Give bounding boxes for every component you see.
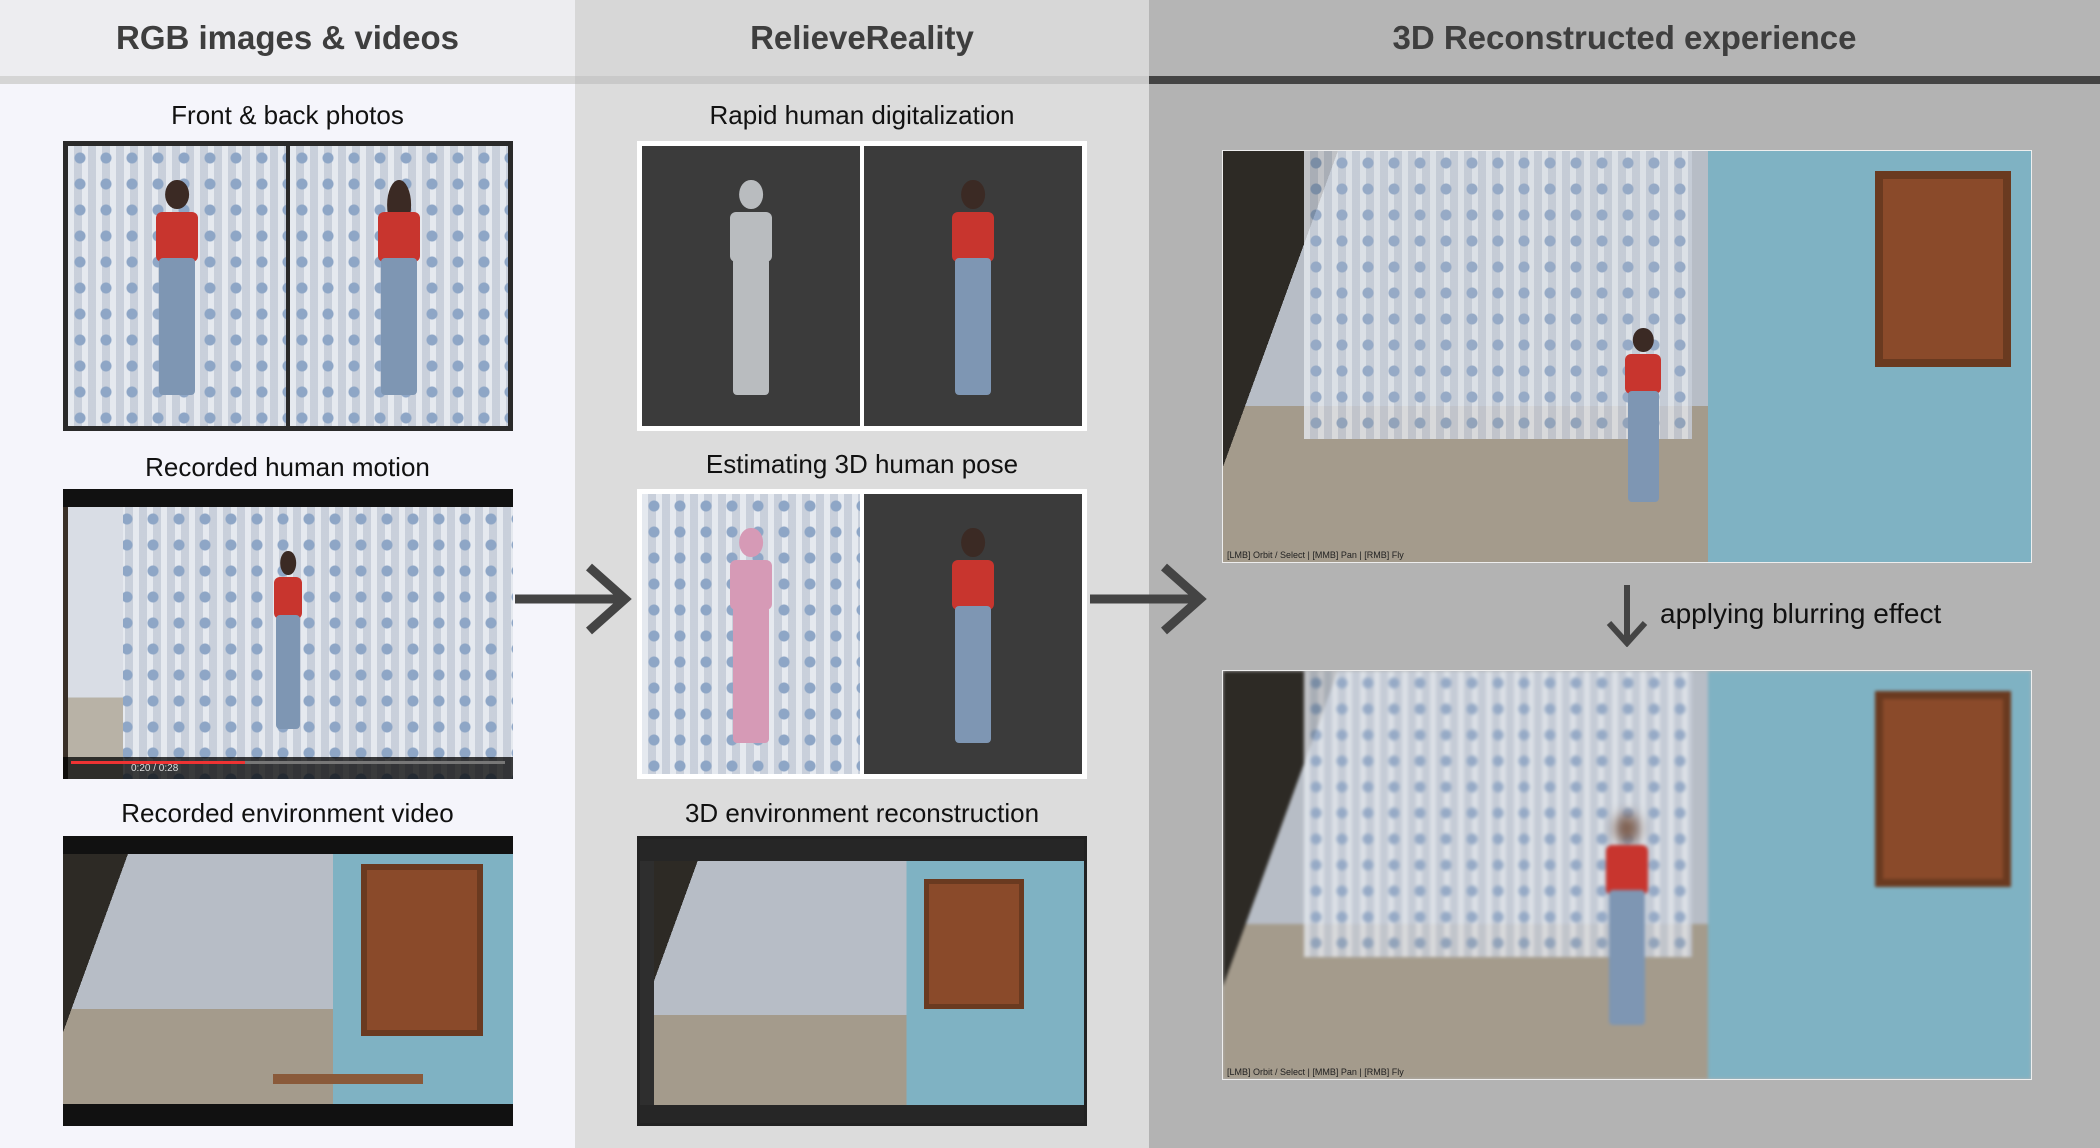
column-title-3d-experience: 3D Reconstructed experience <box>1149 0 2100 76</box>
person-avatar <box>1613 327 1673 513</box>
down-arrow-icon <box>1606 585 1648 647</box>
header-bar <box>0 76 575 84</box>
posed-avatar <box>938 527 1008 758</box>
wall-shelf <box>1875 171 2011 367</box>
posed-avatar-render <box>864 494 1082 774</box>
pose-body-overlay <box>716 527 786 758</box>
grey-mesh-figure <box>716 179 786 410</box>
back-photo <box>290 146 508 426</box>
label-recorded-human-motion: Recorded human motion <box>145 452 430 482</box>
label-front-back-photos: Front & back photos <box>171 100 404 130</box>
wall-shelf <box>1875 691 2011 887</box>
environment-video <box>63 836 513 1126</box>
blender-side-toolbar <box>640 861 654 1105</box>
viewer-status-text: [LMB] Orbit / Select | [MMB] Pan | [RMB]… <box>1227 1067 1404 1077</box>
right-arrow-icon <box>1090 563 1207 635</box>
right-arrow-icon <box>515 563 632 635</box>
textured-render <box>864 146 1082 426</box>
curtain <box>1303 151 1692 439</box>
blender-timeline <box>640 1105 1084 1123</box>
column-title-relievereality: RelieveReality <box>575 0 1149 76</box>
column-relievereality: RelieveReality Rapid human digitalizatio… <box>575 0 1149 1148</box>
video-progress-bar[interactable] <box>71 761 505 764</box>
reconstructed-scene-view: [LMB] Orbit / Select | [MMB] Pan | [RMB]… <box>1222 150 2032 563</box>
blurred-scene-view: [LMB] Orbit / Select | [MMB] Pan | [RMB]… <box>1222 670 2032 1080</box>
person-figure <box>265 550 311 741</box>
person-figure <box>142 179 212 410</box>
label-rapid-human-digitalization: Rapid human digitalization <box>709 100 1015 130</box>
person-figure <box>364 179 434 410</box>
header-bar <box>575 76 1149 84</box>
blender-toolbar <box>640 839 1084 861</box>
wall-shelf <box>361 864 483 1036</box>
label-applying-blurring-effect: applying blurring effect <box>1660 598 1942 629</box>
front-photo <box>68 146 286 426</box>
human-digitalization-image <box>637 141 1087 431</box>
pose-estimation-image <box>637 489 1087 779</box>
environment-reconstruction-image <box>637 836 1087 1126</box>
pose-overlay-photo <box>642 494 860 774</box>
column-title-rgb: RGB images & videos <box>0 0 575 76</box>
mesh-render <box>642 146 860 426</box>
column-3d-experience: 3D Reconstructed experience [LMB] Orbit … <box>1149 0 2100 1148</box>
textured-figure <box>938 179 1008 410</box>
label-recorded-environment-video: Recorded environment video <box>121 798 454 828</box>
column-rgb-inputs: RGB images & videos Front & back photos … <box>0 0 575 1148</box>
label-estimating-3d-human-pose: Estimating 3D human pose <box>705 449 1019 479</box>
bookshelf <box>63 507 123 779</box>
wall-shelf <box>924 879 1024 1009</box>
front-back-photos-image <box>63 141 513 431</box>
human-motion-video: 0:20 / 0:28 <box>63 489 513 779</box>
desk <box>273 1074 423 1084</box>
label-3d-environment-reconstruction: 3D environment reconstruction <box>684 798 1040 828</box>
video-controls[interactable]: 0:20 / 0:28 <box>63 757 513 779</box>
video-time: 0:20 / 0:28 <box>131 763 179 774</box>
header-bar <box>1149 76 2100 84</box>
viewer-status-text: [LMB] Orbit / Select | [MMB] Pan | [RMB]… <box>1227 550 1404 560</box>
blurred-face-avatar <box>1592 813 1662 1038</box>
